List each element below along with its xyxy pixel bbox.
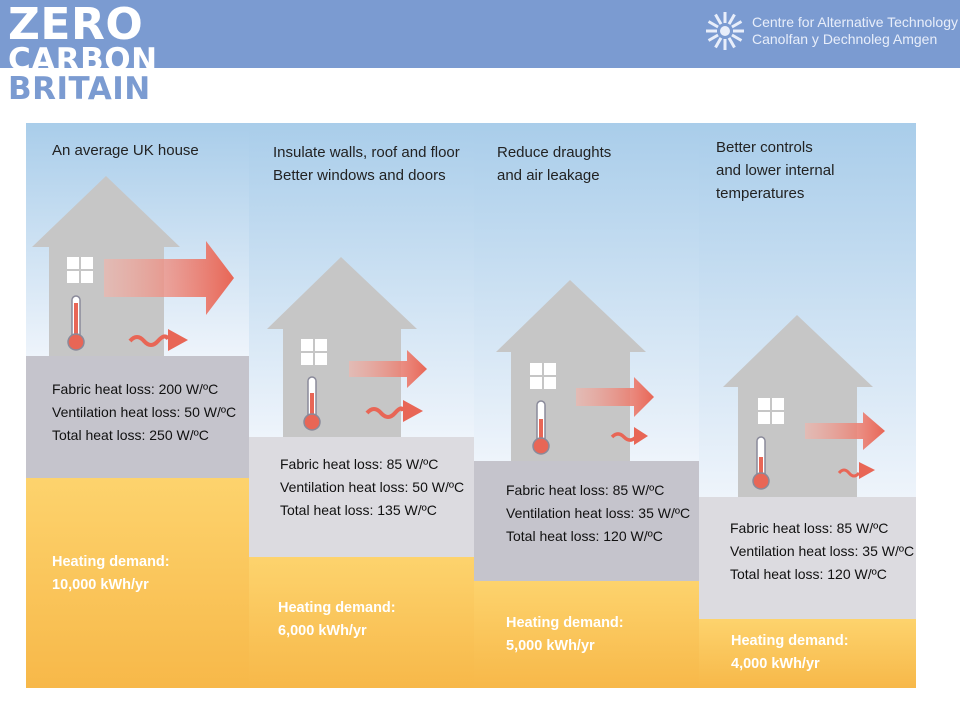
fabric-heat-loss: Fabric heat loss: 85 W/ºC xyxy=(506,482,665,498)
heat-loss-band xyxy=(699,497,916,619)
heat-loss-stats: Fabric heat loss: 85 W/ºC Ventilation he… xyxy=(280,453,464,522)
total-heat-loss: Total heat loss: 120 W/ºC xyxy=(506,528,663,544)
heating-demand-band xyxy=(699,619,916,688)
heating-demand-label: Heating demand: xyxy=(52,554,170,570)
heating-demand-label: Heating demand: xyxy=(506,615,624,631)
heat-loss-band xyxy=(474,461,699,581)
fabric-loss-arrow xyxy=(349,350,427,388)
total-heat-loss: Total heat loss: 120 W/ºC xyxy=(730,566,887,582)
fabric-heat-loss: Fabric heat loss: 200 W/ºC xyxy=(52,381,219,397)
heat-loss-stats: Fabric heat loss: 85 W/ºC Ventilation he… xyxy=(506,479,690,548)
logo-line-1: ZERO xyxy=(8,0,144,50)
heating-demand: Heating demand: 5,000 kWh/yr xyxy=(506,612,624,658)
org-name-welsh: Canolfan y Dechnoleg Amgen xyxy=(752,31,938,47)
thermometer-icon xyxy=(303,376,321,431)
heating-demand: Heating demand: 6,000 kWh/yr xyxy=(278,597,396,643)
fabric-heat-loss: Fabric heat loss: 85 W/ºC xyxy=(280,456,439,472)
ventilation-heat-loss: Ventilation heat loss: 35 W/ºC xyxy=(506,505,691,521)
heating-demand-band xyxy=(474,581,699,688)
window-icon xyxy=(758,398,784,424)
panel-title: Reduce draughts and air leakage xyxy=(497,141,611,187)
total-heat-loss: Total heat loss: 250 W/ºC xyxy=(52,427,209,443)
heat-loss-band xyxy=(249,437,474,557)
heating-demand: Heating demand: 10,000 kWh/yr xyxy=(52,551,170,597)
header-banner xyxy=(0,0,960,68)
heating-demand-value: 10,000 kWh/yr xyxy=(52,577,149,593)
house-illustration xyxy=(723,315,885,497)
heating-demand-band xyxy=(249,557,474,688)
house-illustration xyxy=(32,176,234,356)
panel-title: An average UK house xyxy=(52,139,199,162)
panel-title: Better controls and lower internal tempe… xyxy=(716,136,916,205)
ventilation-heat-loss: Ventilation heat loss: 35 W/ºC xyxy=(730,543,915,559)
ventilation-loss-arrow xyxy=(128,329,188,351)
thermometer-icon xyxy=(67,295,85,351)
title-line-1: An average UK house xyxy=(52,142,199,159)
heat-loss-band xyxy=(26,356,249,478)
house-illustration xyxy=(267,257,427,437)
org-name-english: Centre for Alternative Technology xyxy=(752,14,958,30)
zero-carbon-britain-logo: ZERO CARBON BRITAIN xyxy=(8,0,158,108)
heating-demand-label: Heating demand: xyxy=(731,633,849,649)
house-illustration xyxy=(496,280,654,461)
window-icon xyxy=(530,363,556,389)
fabric-loss-arrow xyxy=(104,241,234,315)
title-line-2: and air leakage xyxy=(497,167,600,184)
heating-demand-value: 5,000 kWh/yr xyxy=(506,638,595,654)
fabric-loss-arrow xyxy=(805,412,885,450)
panel-insulation: Insulate walls, roof and floor Better wi… xyxy=(249,123,474,688)
panel-title: Insulate walls, roof and floor Better wi… xyxy=(273,141,460,187)
cat-logo: Centre for Alternative Technology Canolf… xyxy=(704,10,958,52)
title-line-1: Insulate walls, roof and floor xyxy=(273,144,460,161)
heating-demand-label: Heating demand: xyxy=(278,600,396,616)
panel-average-house: An average UK house Fabric heat loss: 20… xyxy=(26,123,249,688)
heat-loss-stats: Fabric heat loss: 200 W/ºC Ventilation h… xyxy=(52,378,236,447)
window-icon xyxy=(67,257,93,283)
ventilation-loss-arrow xyxy=(610,427,648,445)
heating-demand-value: 6,000 kWh/yr xyxy=(278,623,367,639)
ventilation-heat-loss: Ventilation heat loss: 50 W/ºC xyxy=(52,404,237,420)
panel-controls: Better controls and lower internal tempe… xyxy=(699,123,916,688)
title-line-2: Better windows and doors xyxy=(273,167,446,184)
title-line-1: Better controls xyxy=(716,139,813,156)
panel-draughts: Reduce draughts and air leakage Fabric h… xyxy=(474,123,699,688)
heating-demand-band xyxy=(26,478,249,688)
sunburst-icon xyxy=(706,12,744,50)
heating-demand: Heating demand: 4,000 kWh/yr xyxy=(731,630,849,676)
title-line-1: Reduce draughts xyxy=(497,144,612,161)
thermometer-icon xyxy=(752,436,770,490)
fabric-heat-loss: Fabric heat loss: 85 W/ºC xyxy=(730,520,889,536)
thermometer-icon xyxy=(532,400,550,455)
window-icon xyxy=(301,339,327,365)
heating-demand-value: 4,000 kWh/yr xyxy=(731,656,820,672)
ventilation-loss-arrow xyxy=(837,462,875,479)
ventilation-loss-arrow xyxy=(365,400,423,422)
fabric-loss-arrow xyxy=(576,377,654,417)
ventilation-heat-loss: Ventilation heat loss: 50 W/ºC xyxy=(280,479,465,495)
heat-loss-stats: Fabric heat loss: 85 W/ºC Ventilation he… xyxy=(730,517,914,586)
title-line-2: and lower internal temperatures xyxy=(716,162,835,202)
total-heat-loss: Total heat loss: 135 W/ºC xyxy=(280,502,437,518)
logo-line-3: BRITAIN xyxy=(8,71,151,108)
logo-line-2: CARBON xyxy=(8,41,158,78)
